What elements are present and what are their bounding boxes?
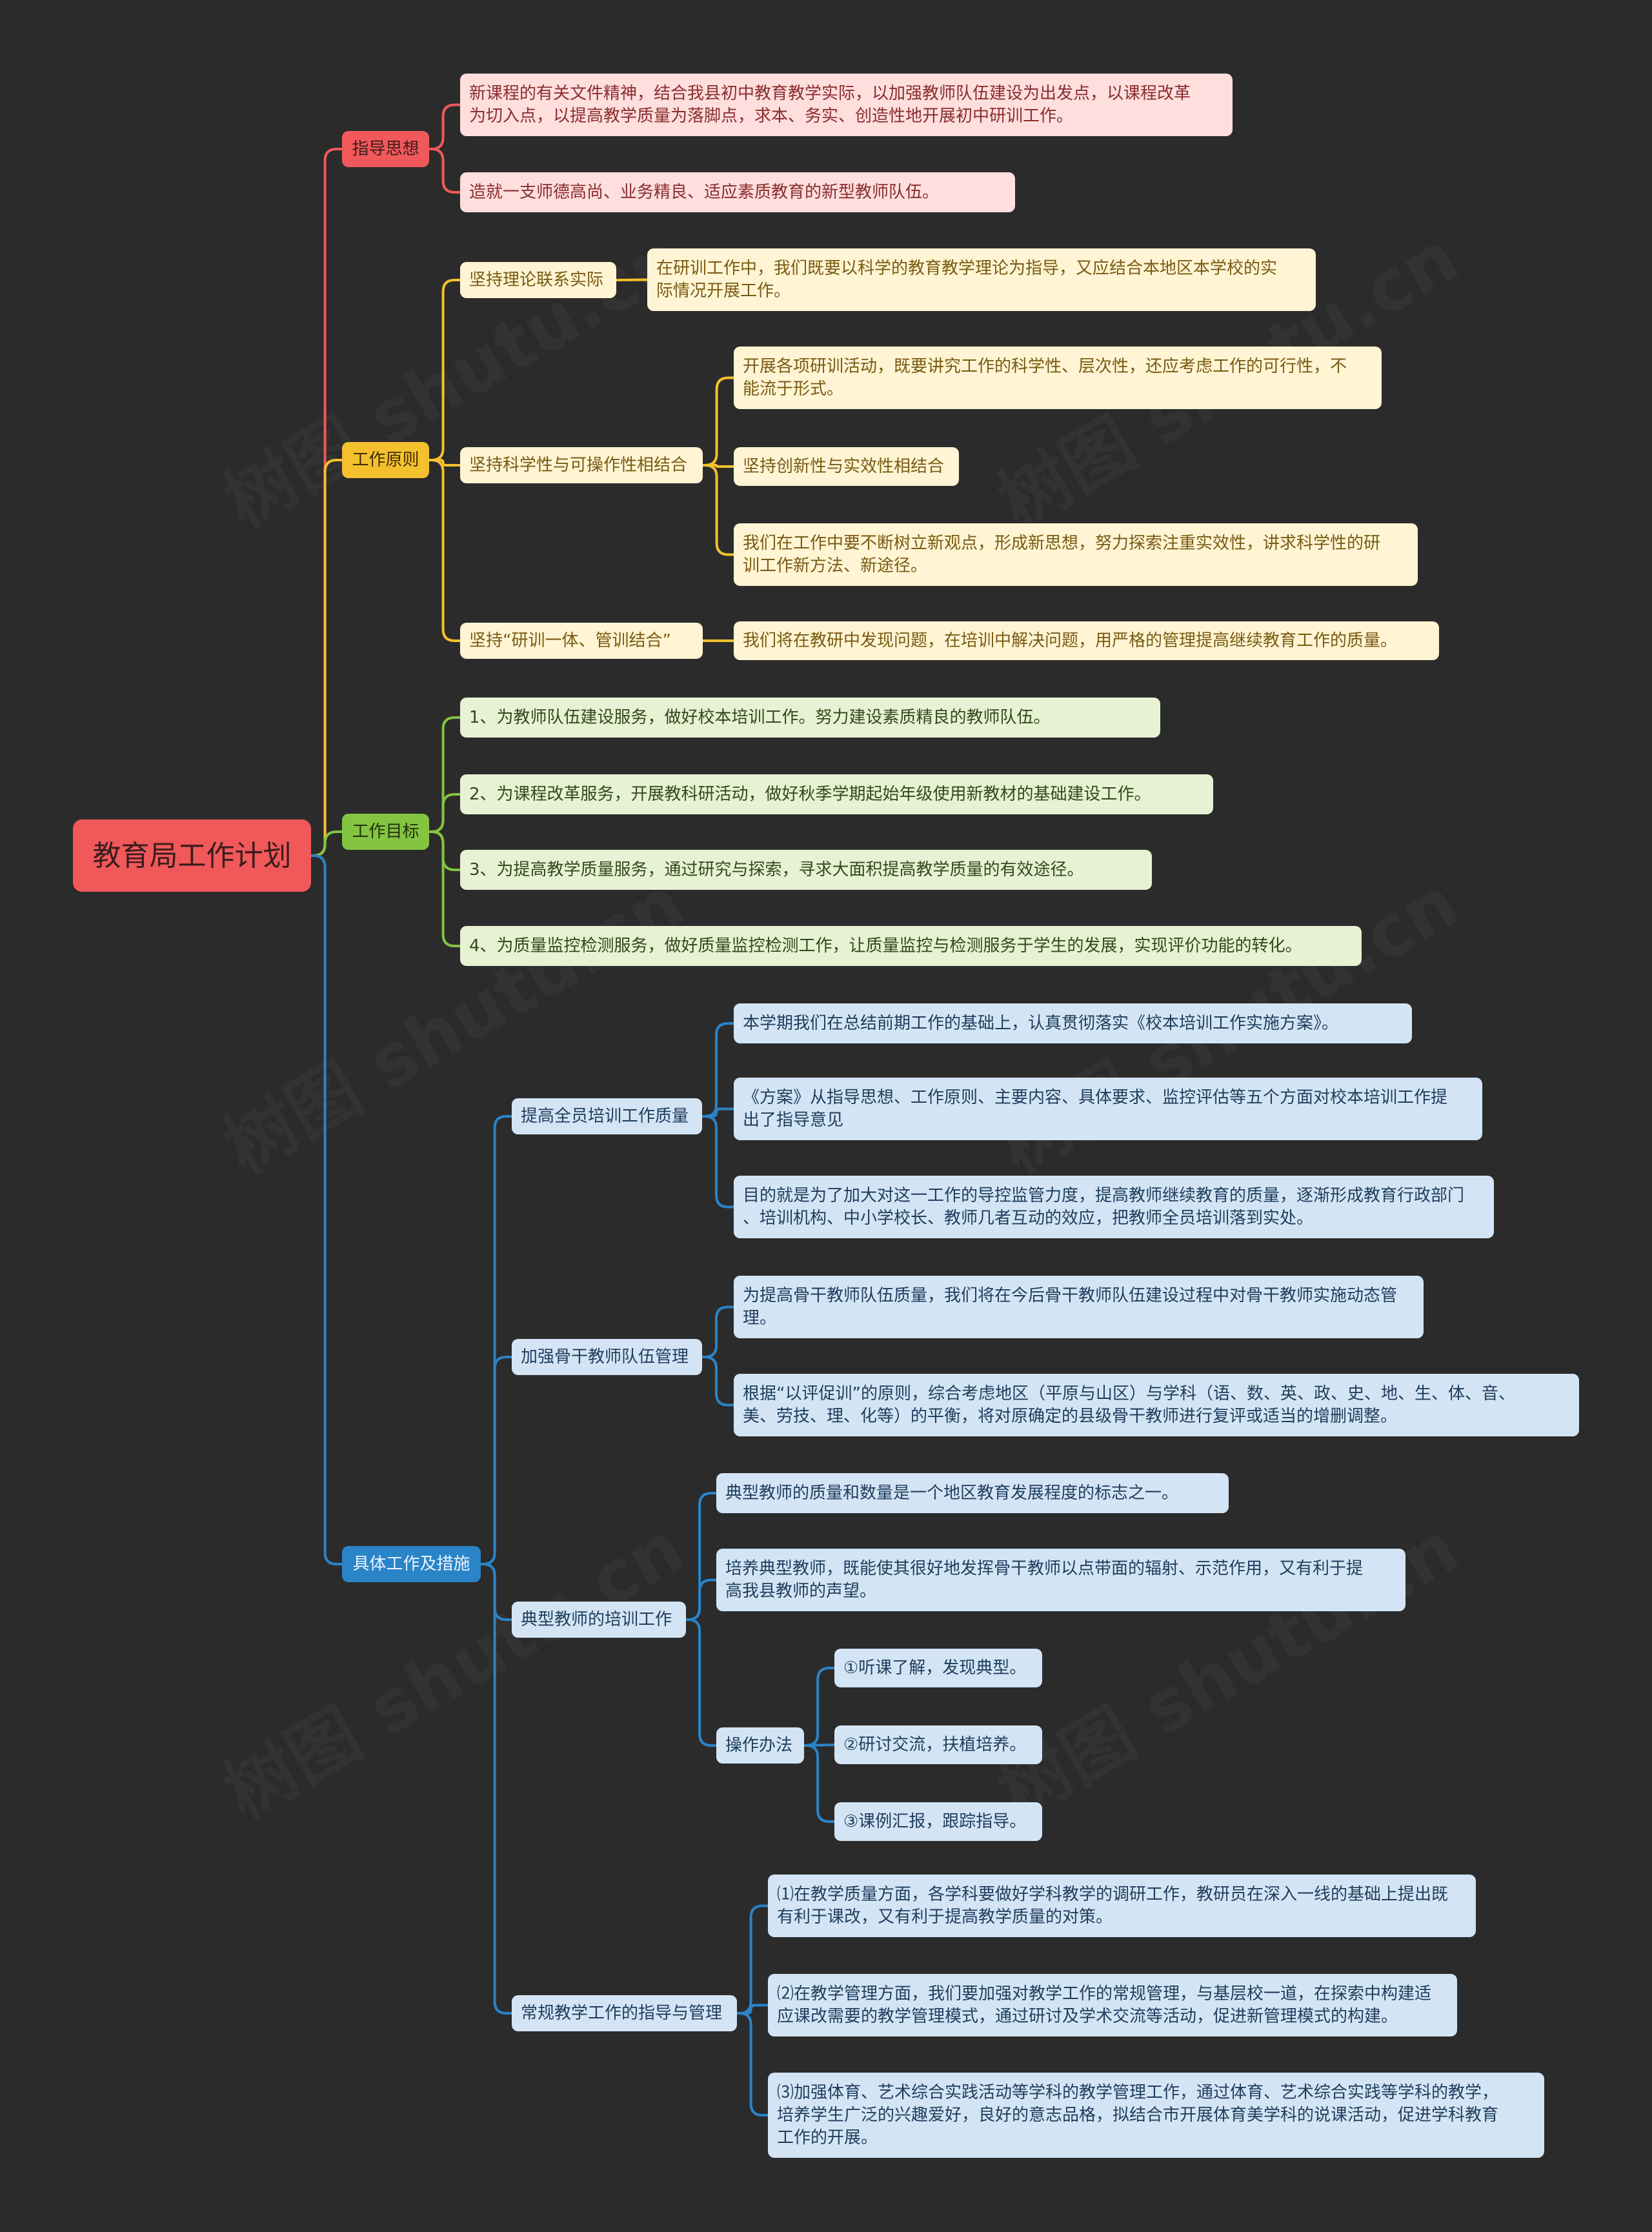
connector-line (311, 854, 342, 1565)
leaf-theory-practice[interactable]: 在研训工作中，我们既要以科学的教育教学理论为指导，又应结合本地区本学校的实 际情… (647, 248, 1316, 311)
leaf-research-training[interactable]: 我们将在教研中发现问题，在培训中解决问题，用严格的管理提高继续教育工作的质量。 (734, 621, 1439, 660)
measure-full-staff-training[interactable]: 提高全员培训工作质量 (512, 1098, 702, 1134)
connector-line (702, 1022, 734, 1118)
leaf-routine-3[interactable]: ⑶加强体育、艺术综合实践活动等学科的教学管理工作，通过体育、艺术综合实践等学科的… (768, 2073, 1544, 2158)
connector-line (481, 1563, 512, 2015)
leaf-routine-2[interactable]: ⑵在教学管理方面，我们要加强对教学工作的常规管理，与基层校一道，在探索中构建适 … (768, 1974, 1457, 2036)
connector-line (481, 1563, 512, 1621)
connector-line (311, 830, 342, 857)
leaf-guiding-2[interactable]: 造就一支师德高尚、业务精良、适应素质教育的新型教师队伍。 (460, 172, 1015, 212)
connector-line (429, 793, 460, 833)
leaf-method-1[interactable]: ①听课了解，发现典型。 (834, 1649, 1042, 1687)
connector-line (686, 1578, 716, 1621)
goal-1[interactable]: 1、为教师队伍建设服务，做好校本培训工作。努力建设素质精良的教师队伍。 (460, 698, 1160, 738)
leaf-guiding-1[interactable]: 新课程的有关文件精神，结合我县初中教育教学实际，以加强教师队伍建设为出发点，以课… (460, 74, 1233, 136)
connector-line (737, 2012, 768, 2116)
connector-line (804, 1667, 834, 1747)
measure-backbone-teachers[interactable]: 加强骨干教师队伍管理 (512, 1339, 702, 1375)
leaf-method-2[interactable]: ②研讨交流，扶植培养。 (834, 1725, 1042, 1764)
connector-line (703, 464, 734, 556)
connector-line (429, 148, 460, 194)
goal-3[interactable]: 3、为提高教学质量服务，通过研究与探索，寻求大面积提高教学质量的有效途径。 (460, 850, 1152, 890)
goal-4[interactable]: 4、为质量监控检测服务，做好质量监控检测工作，让质量监控与检测服务于学生的发展，… (460, 926, 1362, 966)
connector-line (804, 1744, 834, 1823)
branch-work-principles[interactable]: 工作原则 (342, 442, 429, 478)
measure-routine-teaching[interactable]: 常规教学工作的指导与管理 (512, 1995, 737, 2031)
leaf-model-1[interactable]: 典型教师的质量和数量是一个地区教育发展程度的标志之一。 (716, 1473, 1229, 1513)
connector-line (429, 830, 460, 871)
leaf-routine-1[interactable]: ⑴在教学质量方面，各学科要做好学科教学的调研工作，教研员在深入一线的基础上提出既… (768, 1875, 1476, 1937)
connector-line (311, 459, 342, 857)
connector-line (702, 1107, 734, 1118)
connector-line (702, 1356, 734, 1407)
leaf-science-1[interactable]: 开展各项研训活动，既要讲究工作的科学性、层次性，还应考虑工作的可行性，不 能流于… (734, 347, 1382, 409)
branch-guiding-ideology[interactable]: 指导思想 (342, 131, 429, 167)
leaf-full-staff-3[interactable]: 目的就是为了加大对这一工作的导控监管力度，提高教师继续教育的质量，逐渐形成教育行… (734, 1176, 1494, 1238)
connector-line (703, 376, 734, 467)
connector-line (311, 148, 342, 857)
connector-line (702, 1305, 734, 1358)
measure-model-teachers[interactable]: 典型教师的培训工作 (512, 1602, 686, 1638)
principle-science-operability[interactable]: 坚持科学性与可操作性相结合 (460, 447, 703, 483)
connector-line (429, 830, 460, 947)
measure-operation-methods[interactable]: 操作办法 (716, 1727, 804, 1764)
connector-line (616, 278, 648, 281)
leaf-science-2[interactable]: 坚持创新性与实效性相结合 (734, 447, 959, 486)
connector-line (429, 103, 460, 150)
leaf-science-3[interactable]: 我们在工作中要不断树立新观点，形成新思想，努力探索注重实效性，讲求科学性的研 训… (734, 523, 1418, 586)
connector-line (737, 2004, 768, 2015)
connector-line (737, 1904, 768, 2015)
leaf-backbone-2[interactable]: 根据“以评促训”的原则，综合考虑地区（平原与山区）与学科（语、数、英、政、史、地… (734, 1374, 1579, 1436)
goal-2[interactable]: 2、为课程改革服务，开展教科研活动，做好秋季学期起始年级使用新教材的基础建设工作… (460, 774, 1213, 814)
leaf-backbone-1[interactable]: 为提高骨干教师队伍质量，我们将在今后骨干教师队伍建设过程中对骨干教师实施动态管 … (734, 1276, 1424, 1338)
leaf-method-3[interactable]: ③课例汇报，跟踪指导。 (834, 1802, 1042, 1841)
leaf-full-staff-2[interactable]: 《方案》从指导思想、工作原则、主要内容、具体要求、监控评估等五个方面对校本培训工… (734, 1078, 1482, 1140)
connector-line (429, 459, 460, 467)
connector-line (702, 1115, 734, 1209)
connector-line (686, 1618, 716, 1747)
root-topic[interactable]: 教育局工作计划 (73, 819, 311, 892)
principle-research-training[interactable]: 坚持“研训一体、管训结合” (460, 623, 703, 659)
connector-line (429, 279, 460, 461)
connector-line (703, 464, 734, 468)
principle-theory-practice[interactable]: 坚持理论联系实际 (460, 262, 616, 298)
branch-specific-measures[interactable]: 具体工作及措施 (342, 1546, 481, 1582)
connector-line (429, 459, 460, 642)
connector-line (429, 716, 460, 833)
connector-line (481, 1115, 512, 1565)
connector-line (686, 1492, 716, 1621)
leaf-full-staff-1[interactable]: 本学期我们在总结前期工作的基础上，认真贯彻落实《校本培训工作实施方案》。 (734, 1003, 1412, 1043)
leaf-model-2[interactable]: 培养典型教师，既能使其很好地发挥骨干教师以点带面的辐射、示范作用，又有利于提 高… (716, 1549, 1405, 1611)
branch-work-goals[interactable]: 工作目标 (342, 814, 429, 850)
connector-line (481, 1356, 512, 1565)
